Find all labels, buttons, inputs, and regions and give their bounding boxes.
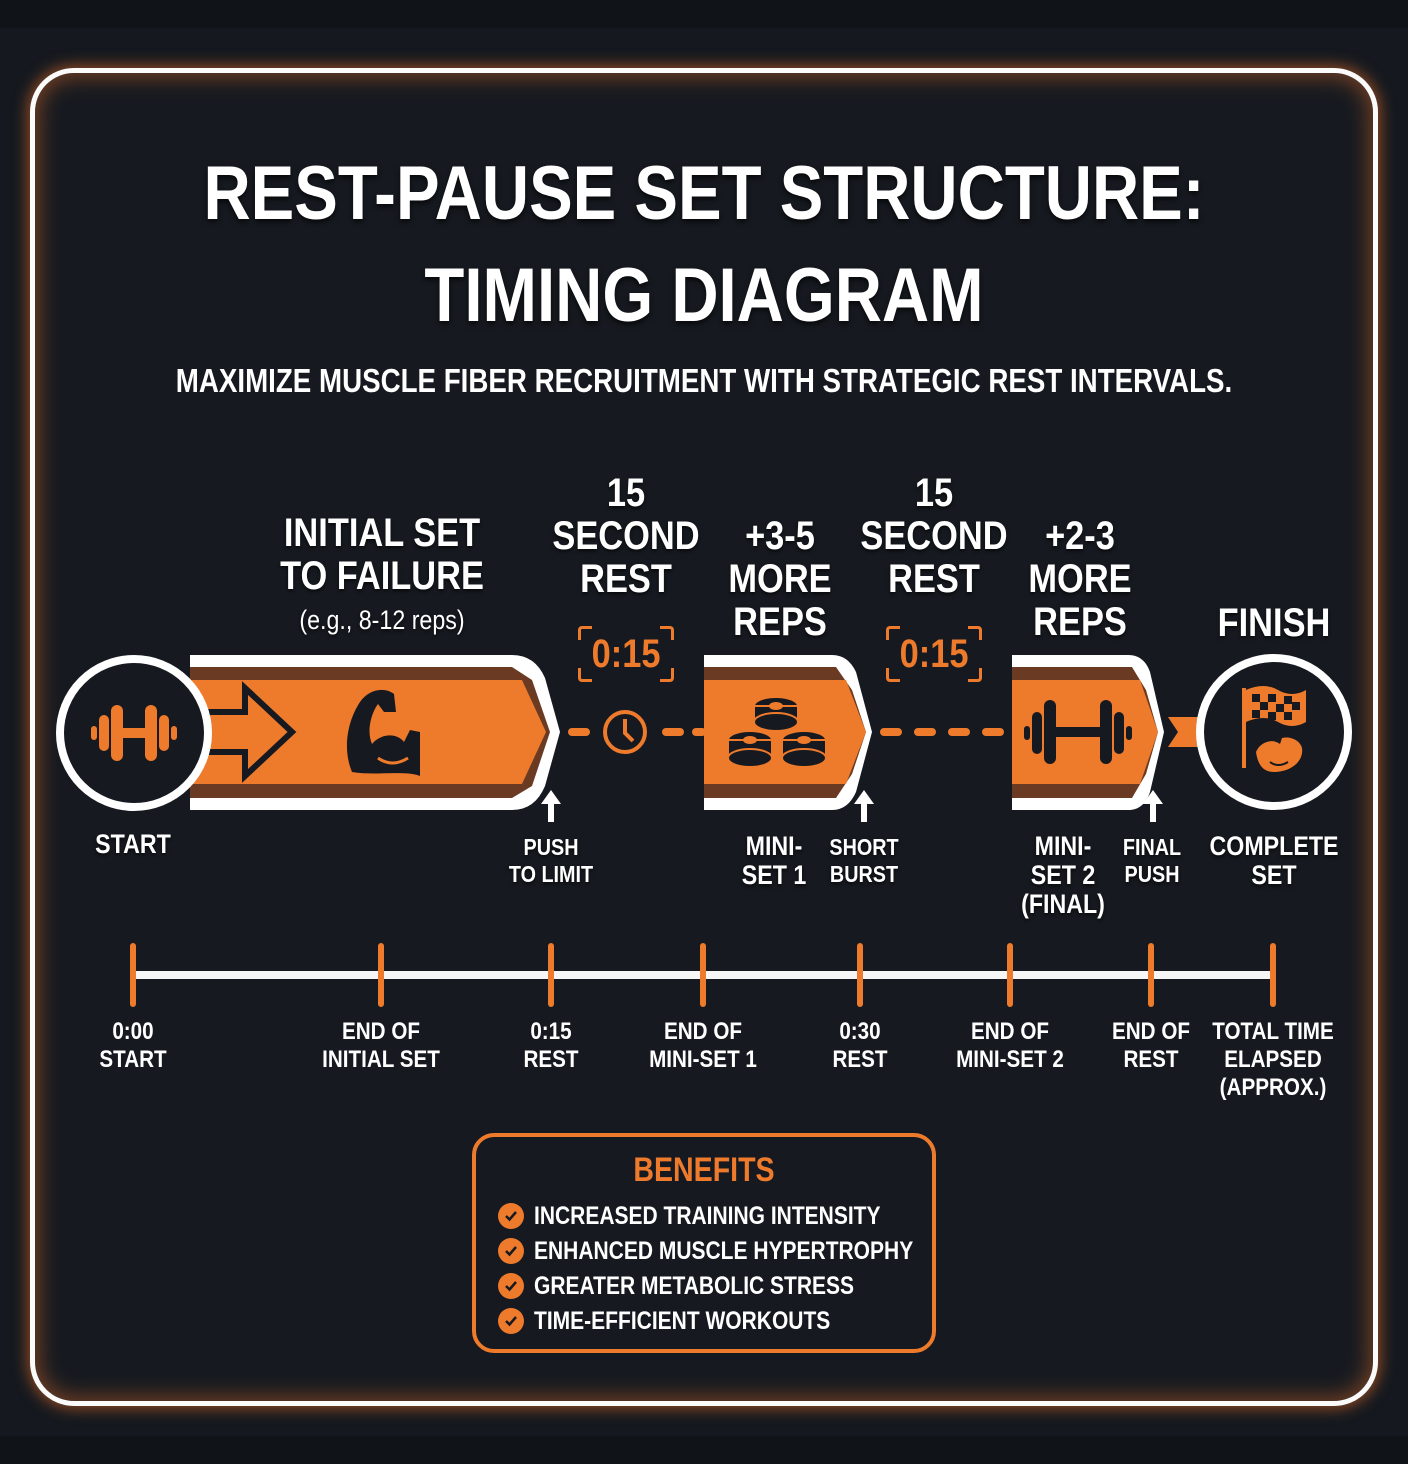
- benefit-text: INCREASED TRAINING INTENSITY: [534, 1201, 881, 1230]
- mini1-line1: +3-5: [745, 514, 815, 558]
- complete-set-label: COMPLETE SET: [1202, 832, 1346, 890]
- rest1-timer: 0:15: [578, 626, 674, 682]
- checkmark-icon: [498, 1203, 524, 1229]
- rest1-heading: 15 SECOND REST: [549, 472, 704, 601]
- mini2-heading: +2-3 MORE REPS: [1003, 515, 1158, 644]
- clock-icon: [603, 710, 647, 754]
- mini-set-1-label: MINI- SET 1: [724, 832, 824, 890]
- benefit-text: ENHANCED MUSCLE HYPERTROPHY: [534, 1236, 914, 1265]
- mini2-line2: MORE: [1028, 557, 1132, 601]
- short-burst-label: SHORT BURST: [821, 834, 907, 888]
- rest1-line1: 15: [606, 471, 646, 515]
- benefit-text: GREATER METABOLIC STRESS: [534, 1271, 855, 1300]
- push-to-limit-line1: PUSH: [523, 834, 579, 860]
- tick-5: [1007, 943, 1013, 1007]
- initial-set-heading: INITIAL SET TO FAILURE: [253, 512, 511, 598]
- rest1-timer-value: 0:15: [591, 632, 661, 676]
- mini-set-2-line3: (FINAL): [1021, 889, 1105, 919]
- checkered-flag-icon: [1242, 686, 1306, 772]
- mini1-line2: MORE: [728, 557, 832, 601]
- tick-1: [378, 943, 384, 1007]
- title-line-1: REST-PAUSE SET STRUCTURE:: [203, 151, 1205, 236]
- tick-6: [1148, 943, 1154, 1007]
- flow-diagram: [190, 655, 1208, 822]
- mini2-line3: REPS: [1033, 600, 1127, 644]
- benefit-item: INCREASED TRAINING INTENSITY: [498, 1201, 947, 1231]
- benefit-text: TIME-EFFICIENT WORKOUTS: [534, 1306, 831, 1335]
- subtitle: MAXIMIZE MUSCLE FIBER RECRUITMENT WITH S…: [175, 362, 1233, 399]
- rest2-heading: 15 SECOND REST: [857, 472, 1012, 601]
- benefit-item: ENHANCED MUSCLE HYPERTROPHY: [498, 1236, 985, 1266]
- tick-2: [548, 943, 554, 1007]
- mini-set-1-bar: [704, 655, 872, 810]
- tick-0: [130, 943, 136, 1007]
- weight-plates-icon: [727, 696, 827, 768]
- push-to-limit-label: PUSH TO LIMIT: [495, 834, 607, 888]
- complete-set-line2: SET: [1251, 860, 1297, 890]
- dumbbell-icon: [1024, 700, 1132, 764]
- final-push-label: FINAL PUSH: [1111, 834, 1194, 888]
- checkmark-icon: [498, 1308, 524, 1334]
- rest2-line2: SECOND: [860, 514, 1008, 558]
- mini-set-2-line1: MINI-: [1034, 831, 1092, 861]
- rest2-timer-value: 0:15: [899, 632, 969, 676]
- top-band: [0, 0, 1408, 28]
- benefits-title: BENEFITS: [633, 1151, 775, 1189]
- mini-set-2-line2: SET 2: [1030, 860, 1096, 890]
- tick-7: [1270, 943, 1276, 1007]
- initial-set-line2: TO FAILURE: [280, 554, 484, 598]
- short-burst-line1: SHORT: [829, 834, 899, 860]
- mini-set-1-line1: MINI-: [745, 831, 803, 861]
- title-line-2: TIMING DIAGRAM: [424, 253, 984, 338]
- rest2-line1: 15: [914, 471, 954, 515]
- tick-3: [700, 943, 706, 1007]
- mini-set-2-label: MINI- SET 2 (FINAL): [1009, 832, 1117, 919]
- up-arrow-icons: [541, 790, 1163, 822]
- rest1-line3: REST: [580, 557, 672, 601]
- benefit-item: TIME-EFFICIENT WORKOUTS: [498, 1306, 887, 1336]
- mini2-line1: +2-3: [1045, 514, 1115, 558]
- complete-set-line1: COMPLETE: [1209, 831, 1339, 861]
- mini-set-1-line2: SET 1: [741, 860, 807, 890]
- finish-circle: [1196, 654, 1352, 810]
- finish-heading: FINISH: [1217, 601, 1331, 645]
- short-burst-line2: BURST: [829, 861, 899, 887]
- start-label: START: [95, 829, 171, 859]
- flexed-bicep-icon: [346, 689, 420, 776]
- start-circle: [56, 655, 212, 811]
- initial-set-line1: INITIAL SET: [283, 511, 481, 555]
- rest1-line2: SECOND: [552, 514, 700, 558]
- tick-4: [857, 943, 863, 1007]
- mini1-heading: +3-5 MORE REPS: [703, 515, 858, 644]
- final-push-line1: FINAL: [1122, 834, 1182, 860]
- rest2-line3: REST: [888, 557, 980, 601]
- checkmark-icon: [498, 1238, 524, 1264]
- push-to-limit-line2: TO LIMIT: [508, 861, 594, 887]
- mini1-line3: REPS: [733, 600, 827, 644]
- initial-set-bar: [190, 655, 560, 810]
- benefits-box: BENEFITS INCREASED TRAINING INTENSITY EN…: [472, 1133, 936, 1353]
- rest2-timer: 0:15: [886, 626, 982, 682]
- initial-set-note: (e.g., 8-12 reps): [299, 605, 465, 635]
- benefit-item: GREATER METABOLIC STRESS: [498, 1271, 915, 1301]
- checkmark-icon: [498, 1273, 524, 1299]
- final-push-line2: PUSH: [1124, 861, 1180, 887]
- dumbbell-icon: [91, 705, 177, 761]
- bottom-band: [0, 1436, 1408, 1464]
